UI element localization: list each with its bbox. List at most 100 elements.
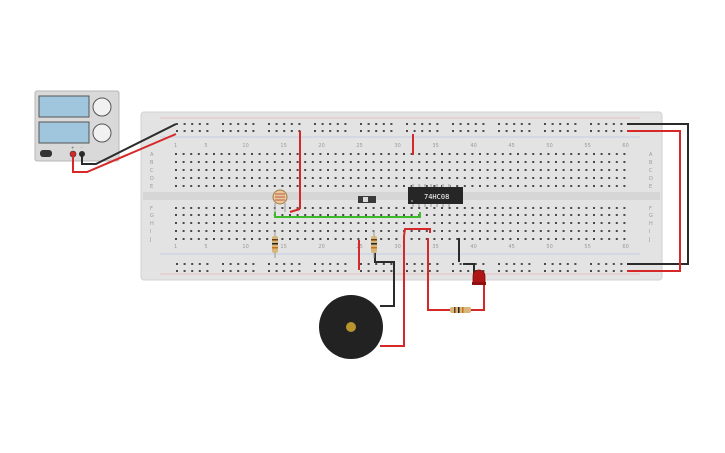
breadboard-hole[interactable] xyxy=(228,214,231,216)
breadboard-hole[interactable] xyxy=(452,123,454,125)
breadboard-hole[interactable] xyxy=(547,230,550,232)
breadboard-hole[interactable] xyxy=(243,161,246,163)
breadboard-hole[interactable] xyxy=(585,222,588,224)
breadboard-hole[interactable] xyxy=(562,214,565,216)
breadboard-hole[interactable] xyxy=(275,263,278,265)
breadboard-hole[interactable] xyxy=(281,161,284,163)
breadboard-hole[interactable] xyxy=(486,169,489,171)
breadboard-hole[interactable] xyxy=(342,222,345,224)
breadboard-hole[interactable] xyxy=(197,207,200,209)
breadboard-hole[interactable] xyxy=(342,230,345,232)
breadboard-hole[interactable] xyxy=(329,130,332,132)
breadboard-hole[interactable] xyxy=(382,130,385,132)
breadboard-hole[interactable] xyxy=(620,263,623,265)
breadboard-hole[interactable] xyxy=(296,214,299,216)
breadboard-hole[interactable] xyxy=(494,185,497,187)
breadboard-hole[interactable] xyxy=(513,130,516,132)
breadboard-hole[interactable] xyxy=(494,238,497,240)
breadboard-hole[interactable] xyxy=(608,185,611,187)
breadboard-hole[interactable] xyxy=(562,207,565,209)
breadboard-hole[interactable] xyxy=(615,161,618,163)
breadboard-hole[interactable] xyxy=(428,270,431,272)
breadboard-hole[interactable] xyxy=(190,161,193,163)
breadboard-hole[interactable] xyxy=(319,177,322,179)
breadboard-hole[interactable] xyxy=(357,185,360,187)
breadboard-hole[interactable] xyxy=(524,153,527,155)
breadboard-hole[interactable] xyxy=(380,222,383,224)
breadboard-hole[interactable] xyxy=(421,130,424,132)
breadboard-hole[interactable] xyxy=(406,130,408,132)
breadboard-hole[interactable] xyxy=(505,263,508,265)
breadboard-hole[interactable] xyxy=(367,270,370,272)
breadboard-hole[interactable] xyxy=(334,230,337,232)
breadboard-hole[interactable] xyxy=(551,130,554,132)
breadboard-hole[interactable] xyxy=(559,123,562,125)
breadboard-hole[interactable] xyxy=(425,161,428,163)
breadboard-hole[interactable] xyxy=(327,230,329,232)
breadboard-hole[interactable] xyxy=(577,161,580,163)
breadboard-hole[interactable] xyxy=(182,238,185,240)
breadboard-hole[interactable] xyxy=(266,230,269,232)
breadboard-hole[interactable] xyxy=(235,153,238,155)
breadboard-hole[interactable] xyxy=(191,270,194,272)
breadboard-hole[interactable] xyxy=(327,177,329,179)
breadboard-hole[interactable] xyxy=(433,161,436,163)
breadboard-hole[interactable] xyxy=(191,123,194,125)
breadboard-hole[interactable] xyxy=(205,185,208,187)
wire-rail-black-right[interactable] xyxy=(627,123,689,265)
breadboard-hole[interactable] xyxy=(615,177,618,179)
power-supply[interactable]: + - xyxy=(34,90,120,162)
resistor-middle[interactable] xyxy=(371,230,377,258)
breadboard-hole[interactable] xyxy=(433,169,436,171)
breadboard-hole[interactable] xyxy=(336,130,339,132)
breadboard-hole[interactable] xyxy=(562,238,565,240)
breadboard-hole[interactable] xyxy=(365,161,367,163)
breadboard-hole[interactable] xyxy=(243,238,246,240)
breadboard-hole[interactable] xyxy=(213,214,215,216)
breadboard-hole[interactable] xyxy=(562,177,565,179)
breadboard-hole[interactable] xyxy=(349,169,352,171)
breadboard-hole[interactable] xyxy=(175,214,177,216)
breadboard-hole[interactable] xyxy=(623,214,626,216)
breadboard-hole[interactable] xyxy=(244,130,247,132)
breadboard-hole[interactable] xyxy=(319,214,322,216)
breadboard-hole[interactable] xyxy=(387,222,390,224)
breadboard-hole[interactable] xyxy=(304,207,307,209)
breadboard-hole[interactable] xyxy=(585,238,588,240)
breadboard-hole[interactable] xyxy=(357,222,360,224)
breadboard-hole[interactable] xyxy=(555,153,557,155)
breadboard-hole[interactable] xyxy=(251,177,253,179)
breadboard-hole[interactable] xyxy=(623,238,626,240)
breadboard-hole[interactable] xyxy=(357,238,360,240)
breadboard-hole[interactable] xyxy=(463,230,466,232)
breadboard-hole[interactable] xyxy=(275,123,278,125)
breadboard-hole[interactable] xyxy=(532,222,535,224)
breadboard-hole[interactable] xyxy=(593,185,595,187)
breadboard-hole[interactable] xyxy=(372,207,375,209)
breadboard-hole[interactable] xyxy=(319,161,322,163)
breadboard-hole[interactable] xyxy=(258,207,261,209)
breadboard-hole[interactable] xyxy=(222,130,224,132)
breadboard-hole[interactable] xyxy=(413,123,416,125)
breadboard-hole[interactable] xyxy=(349,185,352,187)
breadboard-hole[interactable] xyxy=(597,270,600,272)
breadboard-hole[interactable] xyxy=(532,169,535,171)
breadboard-hole[interactable] xyxy=(289,238,291,240)
breadboard-hole[interactable] xyxy=(600,230,603,232)
breadboard-hole[interactable] xyxy=(463,177,466,179)
breadboard-hole[interactable] xyxy=(456,161,459,163)
breadboard-hole[interactable] xyxy=(524,238,527,240)
breadboard-hole[interactable] xyxy=(327,207,329,209)
breadboard-hole[interactable] xyxy=(456,177,459,179)
breadboard-hole[interactable] xyxy=(382,263,385,265)
breadboard-hole[interactable] xyxy=(372,222,375,224)
breadboard-hole[interactable] xyxy=(608,222,611,224)
breadboard-hole[interactable] xyxy=(197,214,200,216)
breadboard-hole[interactable] xyxy=(334,153,337,155)
breadboard-hole[interactable] xyxy=(334,177,337,179)
breadboard-hole[interactable] xyxy=(273,177,276,179)
breadboard-hole[interactable] xyxy=(258,214,261,216)
breadboard-hole[interactable] xyxy=(258,161,261,163)
breadboard-hole[interactable] xyxy=(252,263,255,265)
breadboard-hole[interactable] xyxy=(612,263,615,265)
